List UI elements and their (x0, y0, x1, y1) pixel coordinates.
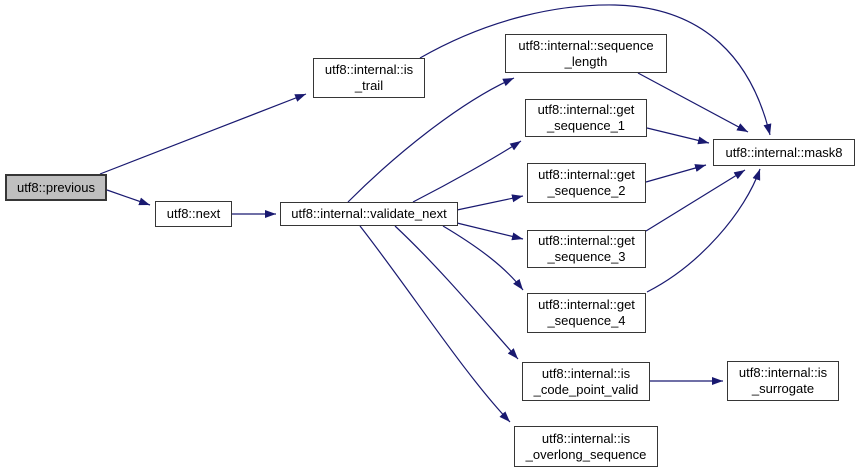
edge-validate-next-to-get-sequence-4 (442, 225, 524, 291)
edge-previous-to-is-trail (99, 93, 307, 175)
node-is-surrogate-label-line1: utf8::internal::is (738, 365, 828, 380)
node-get-sequence-1-label-line2: _sequence_1 (546, 118, 626, 133)
node-get-sequence-1[interactable]: utf8::internal::get _sequence_1 (525, 99, 647, 137)
node-get-sequence-2-label-line1: utf8::internal::get (538, 167, 635, 182)
node-is-trail[interactable]: utf8::internal::is _trail (313, 58, 425, 98)
node-sequence-length-label-line2: _length (564, 53, 608, 69)
edge-validate-next-to-get-sequence-2 (456, 194, 524, 211)
edge-get-sequence-3-to-mask8 (645, 169, 746, 232)
node-is-code-point-valid-label-line2: _code_point_valid (533, 381, 639, 397)
node-is-trail-label-line1: utf8::internal::is (324, 62, 414, 77)
node-is-code-point-valid-label-line1: utf8::internal::is (541, 365, 631, 381)
node-get-sequence-2-label-line2: _sequence_2 (547, 183, 626, 198)
node-sequence-length[interactable]: utf8::internal::sequence _length (505, 34, 667, 73)
edge-get-sequence-2-to-mask8 (645, 164, 707, 183)
node-is-code-point-valid[interactable]: utf8::internal::is _code_point_valid (522, 362, 650, 401)
edge-validate-next-to-is-overlong-sequence (359, 225, 511, 423)
edge-validate-next-to-get-sequence-1 (412, 140, 522, 203)
edge-get-sequence-4-to-mask8 (646, 168, 761, 293)
node-get-sequence-3-label-line1: utf8::internal::get (538, 233, 635, 248)
node-is-overlong-sequence[interactable]: utf8::internal::is _overlong_sequence (514, 426, 658, 467)
node-get-sequence-3[interactable]: utf8::internal::get _sequence_3 (527, 230, 646, 268)
node-get-sequence-4[interactable]: utf8::internal::get _sequence_4 (527, 293, 646, 333)
node-is-surrogate-label-line2: _surrogate (751, 381, 815, 396)
node-next[interactable]: utf8::next (155, 201, 232, 227)
edge-previous-to-next (106, 189, 151, 206)
node-get-sequence-1-label-line1: utf8::internal::get (537, 102, 635, 117)
edge-validate-next-to-sequence-length (347, 77, 515, 203)
edge-is-trail-to-mask8 (419, 4, 772, 136)
node-get-sequence-2[interactable]: utf8::internal::get _sequence_2 (527, 163, 646, 203)
node-is-overlong-sequence-label-line2: _overlong_sequence (525, 446, 647, 462)
node-mask8-label: utf8::internal::mask8 (725, 144, 843, 160)
edge-validate-next-to-get-sequence-3 (456, 222, 524, 241)
node-get-sequence-4-label-line1: utf8::internal::get (538, 297, 635, 312)
edge-sequence-length-to-mask8 (637, 72, 749, 133)
node-previous-label: utf8::previous (16, 179, 96, 195)
node-is-overlong-sequence-label-line1: utf8::internal::is (541, 430, 631, 446)
edge-get-sequence-1-to-mask8 (646, 127, 710, 145)
node-get-sequence-3-label-line2: _sequence_3 (547, 249, 626, 264)
node-is-surrogate[interactable]: utf8::internal::is _surrogate (727, 361, 839, 401)
node-get-sequence-4-label-line2: _sequence_4 (547, 313, 626, 328)
node-validate-next-label: utf8::internal::validate_next (291, 206, 447, 221)
node-mask8[interactable]: utf8::internal::mask8 (713, 139, 855, 166)
node-previous[interactable]: utf8::previous (5, 174, 107, 201)
node-validate-next[interactable]: utf8::internal::validate_next (280, 202, 458, 226)
edge-validate-next-to-is-code-point-valid (394, 225, 519, 360)
node-is-trail-label-line2: _trail (354, 78, 384, 93)
node-next-label: utf8::next (166, 206, 221, 221)
node-sequence-length-label-line1: utf8::internal::sequence (518, 37, 654, 53)
